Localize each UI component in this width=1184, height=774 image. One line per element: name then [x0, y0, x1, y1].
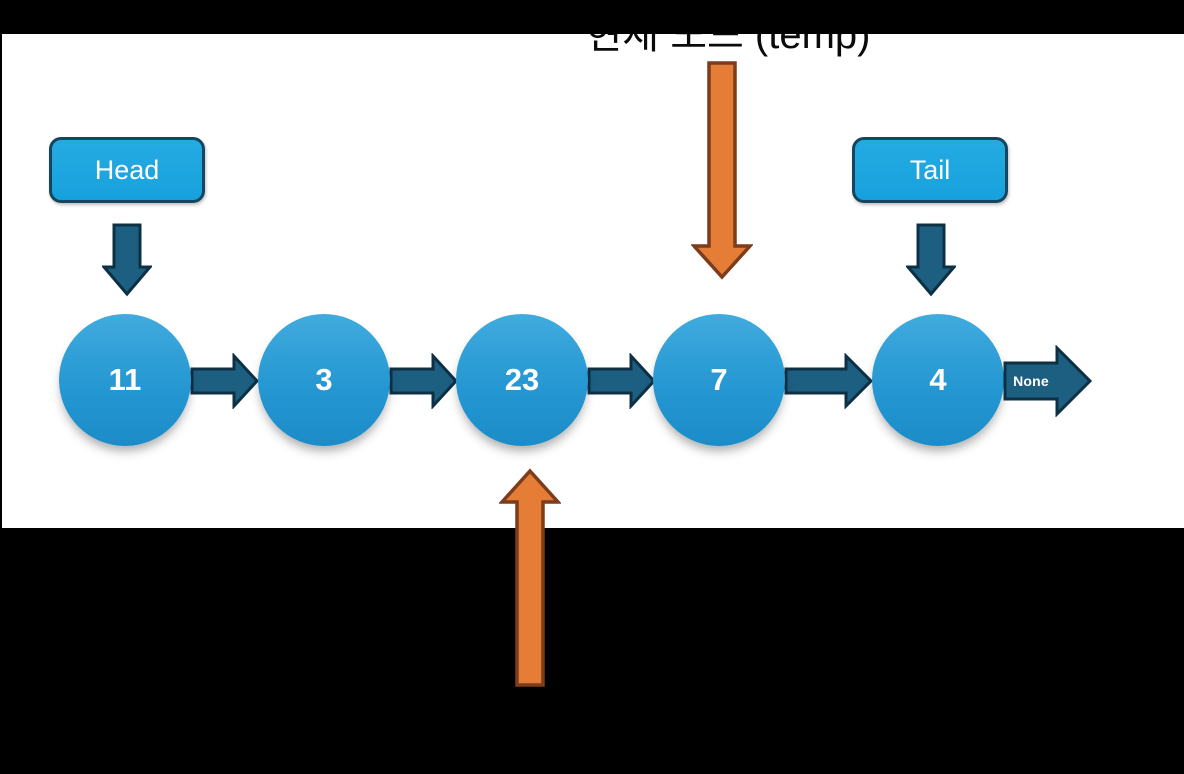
- none-label: None: [1013, 373, 1049, 389]
- next-arrow-icon: [389, 353, 459, 409]
- list-node: 23: [456, 314, 588, 446]
- node-value: 4: [929, 362, 947, 397]
- next-arrow-icon: [587, 353, 657, 409]
- head-pointer-box: Head: [49, 137, 205, 203]
- list-node: 11: [59, 314, 191, 446]
- tail-down-arrow-icon: [906, 223, 956, 297]
- head-pointer-label: Head: [94, 154, 160, 185]
- next-arrow-icon: [190, 353, 260, 409]
- list-node: 3: [258, 314, 390, 446]
- head-down-arrow-icon: [102, 223, 152, 297]
- current-node-marker-down-arrow-icon: [691, 61, 753, 280]
- none-terminator-arrow: None: [1003, 345, 1093, 417]
- next-arrow-icon: [784, 353, 874, 409]
- bottom-letterbox-bar: [0, 528, 1184, 774]
- tail-pointer-box: Tail: [852, 137, 1008, 203]
- left-border-line: [0, 0, 2, 774]
- top-letterbox-bar: [0, 0, 1184, 34]
- node-value: 23: [504, 362, 540, 397]
- node-value: 7: [710, 362, 728, 397]
- node-value: 3: [315, 362, 333, 397]
- node-marker-up-arrow-icon: [499, 468, 561, 687]
- list-node: 7: [653, 314, 785, 446]
- tail-pointer-label: Tail: [909, 154, 951, 185]
- list-node: 4: [872, 314, 1004, 446]
- node-value: 11: [108, 362, 142, 397]
